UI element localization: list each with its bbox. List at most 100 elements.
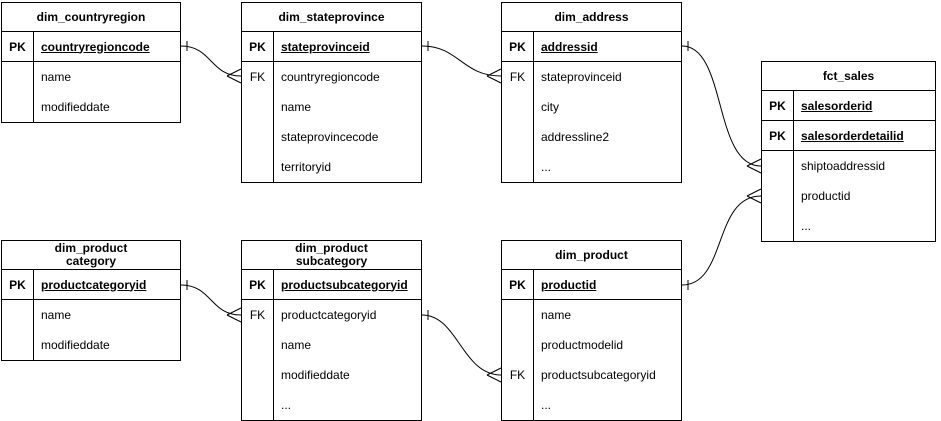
key-column-divider (793, 91, 794, 241)
key-column-divider (33, 270, 34, 360)
table-row[interactable]: PK addressid (502, 32, 681, 62)
field-name: ... (281, 398, 292, 412)
table-dim-countryregion[interactable]: dim_countryregion PK countryregioncode n… (1, 2, 181, 123)
field-name: ... (541, 398, 552, 412)
table-title-text: dim_countryregion (36, 9, 146, 24)
key-label: PK (769, 128, 786, 143)
field-name: modifieddate (41, 338, 110, 352)
table-title: dim_countryregion (2, 3, 180, 32)
field-name: productid (801, 189, 851, 203)
key-label: FK (249, 70, 266, 84)
field-name: shiptoaddressid (801, 159, 886, 173)
table-title-text: dim_stateprovince (278, 9, 385, 24)
key-label: FK (509, 70, 526, 84)
table-row[interactable]: territoryid (242, 152, 421, 182)
field-name: ... (801, 219, 812, 233)
table-row[interactable]: ... (762, 211, 935, 241)
cardinality-marker (226, 75, 242, 84)
table-row[interactable]: city (502, 92, 681, 122)
table-title: dim_address (502, 3, 681, 32)
key-label: PK (769, 98, 786, 113)
cardinality-marker (226, 307, 242, 316)
cardinality-marker (746, 195, 762, 204)
table-row[interactable]: PK stateprovinceid (242, 32, 421, 62)
cardinality-marker (226, 68, 242, 77)
field-name: productcategoryid (281, 308, 377, 322)
table-title-text: dim_product (54, 241, 128, 255)
table-row[interactable]: modifieddate (2, 330, 180, 360)
cardinality-marker (746, 158, 762, 167)
table-row[interactable]: addressline2 (502, 122, 681, 152)
field-name: productid (541, 277, 597, 292)
table-title-text: dim_address (554, 9, 629, 24)
table-row[interactable]: shiptoaddressid (762, 151, 935, 181)
field-name: name (41, 70, 72, 84)
table-row[interactable]: FK countryregioncode (242, 62, 421, 92)
table-row[interactable]: ... (242, 390, 421, 420)
cardinality-marker (226, 314, 242, 323)
cardinality-marker (486, 75, 502, 84)
field-name: territoryid (281, 160, 332, 174)
relation-productcategory-to-productsubcategory[interactable] (180, 280, 242, 323)
key-column-divider (533, 270, 534, 420)
table-row[interactable]: PK countryregioncode (2, 32, 180, 62)
table-row[interactable]: modifieddate (2, 92, 180, 122)
table-fct-sales[interactable]: fct_sales PK salesorderid PK salesorderd… (761, 61, 936, 242)
table-row[interactable]: ... (502, 390, 681, 420)
table-dim-productcategory[interactable]: dim_product category PK productcategoryi… (1, 240, 181, 361)
relation-product-to-fct-sales[interactable] (681, 188, 762, 290)
field-name: modifieddate (41, 100, 110, 114)
key-column-divider (33, 32, 34, 122)
field-name: stateprovinceid (541, 70, 622, 84)
table-title-text: category (65, 254, 117, 268)
field-name: countryregioncode (41, 39, 150, 54)
key-label: PK (9, 39, 26, 54)
field-name: productcategoryid (41, 277, 147, 292)
field-name: modifieddate (281, 368, 350, 382)
table-dim-address[interactable]: dim_address PK addressid FK stateprovinc… (501, 2, 682, 183)
field-name: salesorderdetailid (801, 128, 904, 143)
cardinality-marker (486, 367, 502, 376)
relation-productsubcategory-to-product[interactable] (421, 310, 502, 383)
cardinality-marker (486, 68, 502, 77)
field-name: stateprovincecode (281, 130, 379, 144)
table-title-text: dim_product (295, 241, 368, 255)
field-name: ... (541, 160, 552, 174)
table-row[interactable]: FK productsubcategoryid (502, 360, 681, 390)
field-name: city (541, 100, 559, 114)
table-dim-productsubcategory[interactable]: dim_product subcategory PK productsubcat… (241, 240, 422, 421)
table-row[interactable]: name (242, 330, 421, 360)
relation-stateprovince-to-address[interactable] (421, 41, 502, 84)
table-row[interactable]: name (502, 300, 681, 330)
table-row[interactable]: PK productid (502, 270, 681, 300)
table-row[interactable]: FK stateprovinceid (502, 62, 681, 92)
table-row[interactable]: PK productcategoryid (2, 270, 180, 300)
table-row[interactable]: modifieddate (242, 360, 421, 390)
table-row[interactable]: PK salesorderdetailid (762, 121, 935, 151)
relation-line (681, 45, 762, 167)
table-title: fct_sales (762, 62, 935, 91)
cardinality-marker (746, 188, 762, 197)
field-name: productsubcategoryid (281, 277, 408, 292)
table-row[interactable]: stateprovincecode (242, 122, 421, 152)
table-row[interactable]: PK salesorderid (762, 91, 935, 121)
table-dim-product[interactable]: dim_product PK productid name productmod… (501, 240, 682, 421)
table-row[interactable]: FK productcategoryid (242, 300, 421, 330)
key-label: PK (9, 277, 26, 292)
field-name: name (41, 308, 72, 322)
table-row[interactable]: productid (762, 181, 935, 211)
relation-line (681, 195, 762, 286)
table-row[interactable]: name (242, 92, 421, 122)
table-row[interactable]: productmodelid (502, 330, 681, 360)
table-row[interactable]: ... (502, 152, 681, 182)
relation-countryregion-to-stateprovince[interactable] (180, 41, 242, 84)
relation-address-to-fct-sales[interactable] (681, 41, 762, 174)
table-title: dim_product (502, 241, 681, 270)
table-row[interactable]: name (2, 62, 180, 92)
table-row[interactable]: name (2, 300, 180, 330)
table-row[interactable]: PK productsubcategoryid (242, 270, 421, 300)
table-dim-stateprovince[interactable]: dim_stateprovince PK stateprovinceid FK … (241, 2, 422, 183)
relation-line (180, 45, 242, 77)
key-column-divider (273, 270, 274, 420)
key-label: PK (509, 277, 526, 292)
